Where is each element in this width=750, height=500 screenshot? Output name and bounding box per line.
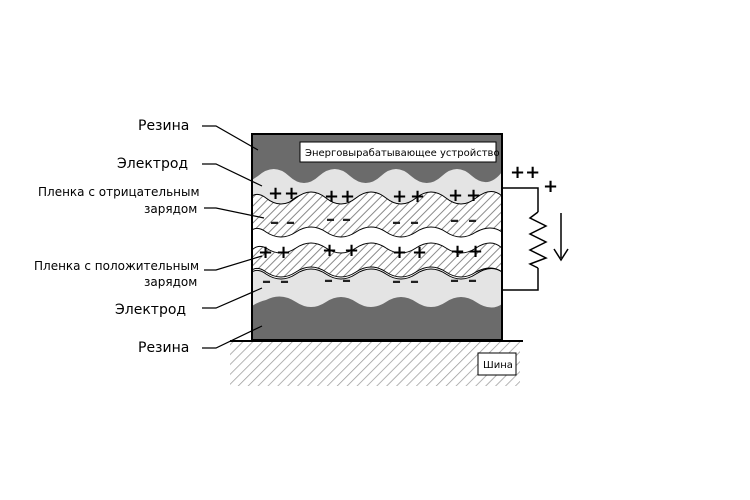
plus-charge: +: [340, 186, 355, 207]
lower-rubber: [252, 296, 502, 340]
leader-line: [204, 207, 265, 219]
minus-charge: –: [450, 270, 459, 291]
circuit-plus-top: ++: [510, 162, 540, 183]
plus-charge: +: [448, 185, 463, 206]
minus-charge: –: [326, 209, 335, 230]
minus-charge: –: [392, 212, 401, 233]
minus-charge: –: [410, 271, 419, 292]
leader-line: [202, 325, 263, 349]
label-negative-film-2: зарядом: [144, 202, 197, 216]
minus-charge: –: [392, 271, 401, 292]
label-electrode-bottom: Электрод: [115, 302, 186, 318]
label-rubber-bottom: Резина: [138, 340, 189, 356]
resistor-icon: [528, 211, 548, 269]
plus-charge: +: [322, 240, 337, 261]
circuit-plus-right: +: [543, 176, 558, 197]
label-positive-film-1: Пленка с положительным: [34, 259, 199, 273]
device-label: Энерговырабатывающее устройство: [305, 148, 500, 159]
plus-charge: +: [276, 242, 291, 263]
leader-line: [202, 163, 263, 187]
minus-charge: –: [286, 212, 295, 233]
circuit-wire: [502, 187, 539, 212]
circuit-wire: [502, 268, 539, 291]
plus-charge: +: [392, 242, 407, 263]
layer-labels: Резина Электрод Пленка с отрицательным з…: [34, 118, 265, 356]
minus-charge: –: [342, 209, 351, 230]
plus-charge: +: [468, 241, 483, 262]
minus-charge: –: [280, 271, 289, 292]
label-positive-film-2: зарядом: [144, 275, 197, 289]
leader-line: [202, 125, 259, 151]
plus-charge: +: [258, 242, 273, 263]
negative-film: [252, 191, 502, 238]
plus-charge: +: [268, 183, 283, 204]
minus-charge: –: [410, 212, 419, 233]
bus-label: Шина: [483, 360, 513, 371]
minus-charge: –: [468, 270, 477, 291]
minus-charge: –: [324, 270, 333, 291]
plus-charge: +: [324, 186, 339, 207]
negative-film-charges: – – – – – – – –: [270, 209, 477, 233]
plus-charge: +: [412, 242, 427, 263]
plus-charge: +: [466, 185, 481, 206]
label-negative-film-1: Пленка с отрицательным: [38, 185, 200, 199]
device-label-box: [299, 141, 497, 163]
minus-charge: –: [262, 271, 271, 292]
positive-film: [252, 242, 502, 278]
lower-electrode-charges: – – – – – – – –: [262, 270, 477, 292]
label-electrode-top: Электрод: [117, 156, 188, 172]
current-arrow-head: [553, 248, 569, 262]
leader-line: [202, 287, 263, 309]
stack-outline: [251, 133, 503, 341]
minus-charge: –: [270, 212, 279, 233]
minus-charge: –: [450, 210, 459, 231]
bus-block: [230, 341, 520, 386]
plus-charge: +: [410, 186, 425, 207]
leader-line: [204, 255, 263, 271]
label-rubber-top: Резина: [138, 118, 189, 134]
plus-charge: +: [450, 241, 465, 262]
positive-film-charges: + + + + + + + +: [258, 240, 483, 263]
minus-charge: –: [468, 210, 477, 231]
layer-stack: [252, 134, 502, 340]
upper-plus-charges: + + + + + + + +: [268, 183, 481, 207]
plus-charge: +: [344, 240, 359, 261]
external-circuit: ++ +: [502, 162, 569, 291]
minus-charge: –: [342, 270, 351, 291]
bus-label-box: [477, 352, 517, 376]
plus-charge: +: [392, 186, 407, 207]
plus-charge: +: [284, 183, 299, 204]
